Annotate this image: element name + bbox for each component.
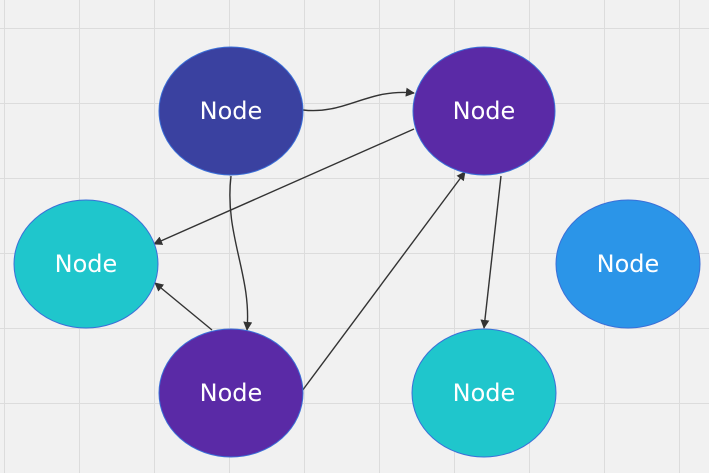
node-n1[interactable]: Node: [158, 46, 304, 176]
node-n2-shape: [412, 46, 556, 176]
node-n4-shape: [555, 199, 701, 329]
node-n2-label: Node: [453, 97, 516, 125]
edge-n5-n2[interactable]: [301, 171, 466, 392]
node-n1-label: Node: [200, 97, 263, 125]
node-n3-shape: [13, 199, 159, 329]
node-n6[interactable]: Node: [411, 328, 557, 458]
node-n6-shape: [411, 328, 557, 458]
edge-n2-n6[interactable]: [480, 175, 502, 329]
node-n5-label: Node: [200, 379, 263, 407]
edge-n1-n5[interactable]: [229, 175, 253, 331]
edge-n5-n3[interactable]: [154, 282, 213, 331]
node-n5[interactable]: Node: [158, 328, 304, 458]
edge-n2-n3[interactable]: [153, 128, 415, 245]
node-n3[interactable]: Node: [13, 199, 159, 329]
node-n5-shape: [158, 328, 304, 458]
node-n3-label: Node: [55, 250, 118, 278]
edge-n1-n2[interactable]: [302, 87, 415, 112]
node-n4-label: Node: [597, 250, 660, 278]
nodes-layer: Node Node Node Node Node Node: [13, 46, 701, 458]
node-n4[interactable]: Node: [555, 199, 701, 329]
node-n1-shape: [158, 46, 304, 176]
edges-layer: [153, 87, 502, 392]
node-n2[interactable]: Node: [412, 46, 556, 176]
node-n6-label: Node: [453, 379, 516, 407]
